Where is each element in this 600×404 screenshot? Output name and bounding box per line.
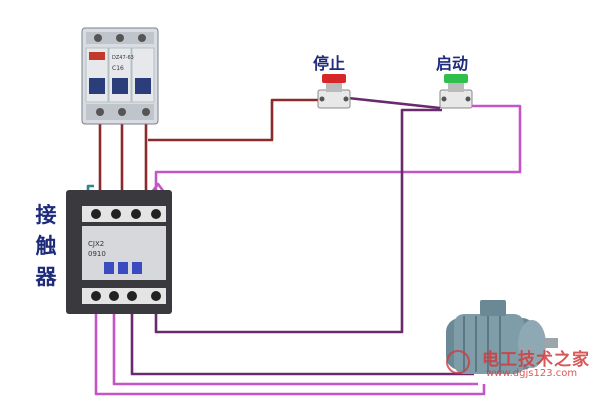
wire-output-u xyxy=(94,312,486,396)
contactor-label-char-3: 器 xyxy=(35,265,57,289)
contactor: CJX2 0910 xyxy=(66,190,172,314)
contactor-rating-text: 0910 xyxy=(88,250,106,258)
wire-control-supply xyxy=(148,98,320,142)
watermark-url: www.dgjs123.com xyxy=(486,368,578,379)
wire-output-w xyxy=(130,312,474,376)
start-button-label: 启动 xyxy=(436,54,469,73)
breaker-rating-text: C16 xyxy=(112,65,124,72)
wire-stop-to-start xyxy=(347,96,441,110)
contactor-label-char-2: 触 xyxy=(35,234,57,258)
wire-output-v xyxy=(112,312,478,386)
start-button xyxy=(439,74,473,109)
watermark: 电工技术之家 www.dgjs123.com xyxy=(482,345,600,379)
wire-holding-contact xyxy=(154,108,442,334)
wire-coil-tab xyxy=(150,182,166,193)
stop-button xyxy=(317,74,351,109)
contactor-model-text: CJX2 xyxy=(88,240,104,248)
circuit-breaker: DZ47-63 C16 xyxy=(81,27,159,125)
breaker-brand-text: DZ47-63 xyxy=(112,55,134,61)
contactor-label: 接 触 器 xyxy=(33,200,59,293)
watermark-title: 电工技术之家 xyxy=(482,350,590,370)
contactor-label-char-1: 接 xyxy=(35,203,57,227)
motor xyxy=(446,300,558,374)
stop-button-label: 停止 xyxy=(313,54,346,73)
wire-start-to-coil xyxy=(154,104,522,212)
